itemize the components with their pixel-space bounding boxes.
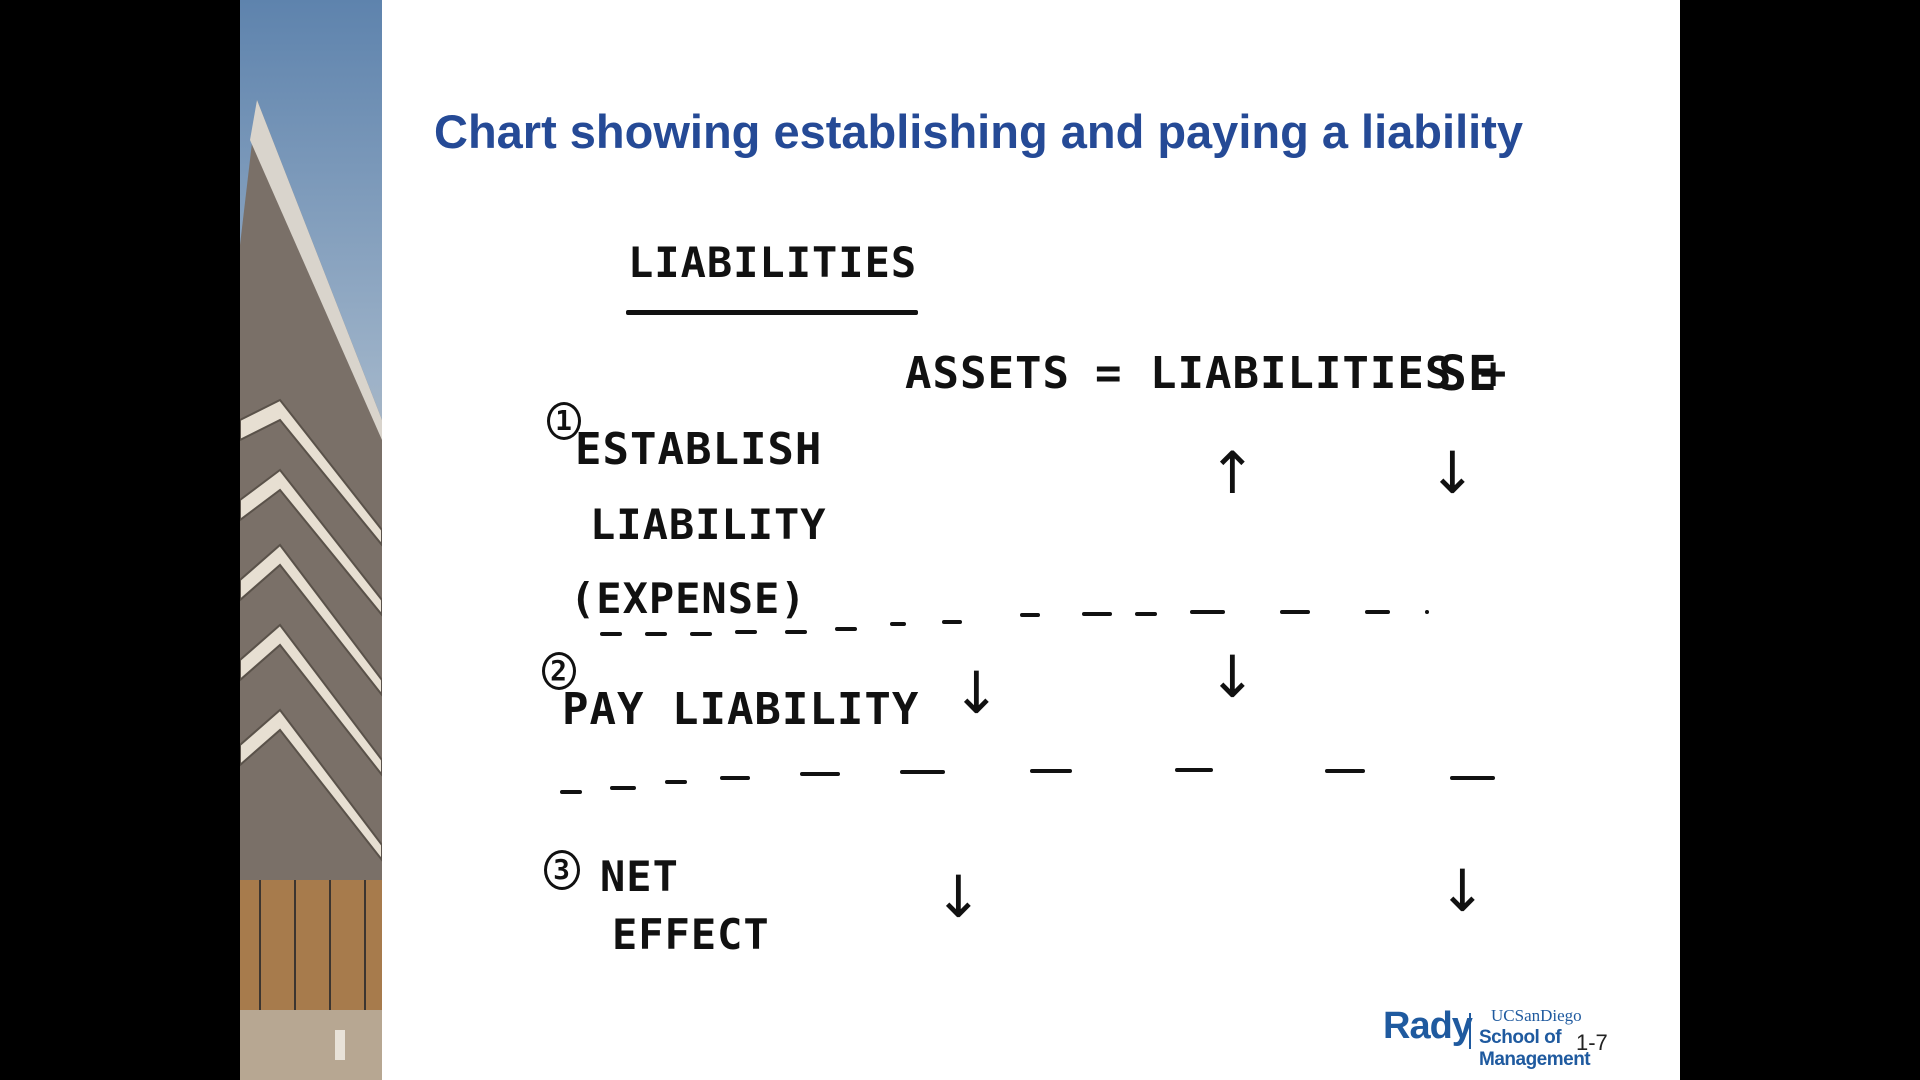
row1-number: 1 [547,402,581,440]
column-liabilities: = LIABILITIES + [1095,348,1508,399]
row3-line1: NET [600,852,679,901]
row3-number: 3 [544,850,580,890]
liabilities-heading: LIABILITIES [628,238,918,287]
building-photo [240,0,382,1080]
logo-divider [1469,1013,1471,1049]
row2-assets-down-arrow: ↓ [952,659,1001,727]
row3-assets-down-arrow: ↓ [934,863,983,931]
column-assets: ASSETS [905,348,1070,399]
row1-line3: (EXPENSE) [570,574,807,623]
building-illustration [240,0,382,1080]
row1-liabilities-up-arrow: ↑ [1208,439,1257,507]
slide-title: Chart showing establishing and paying a … [434,105,1523,158]
column-se: SE [1438,346,1498,402]
page-number: 1-7 [1576,1030,1608,1055]
row2-line1: PAY LIABILITY [562,684,920,735]
logo-school-text: School of Management [1479,1027,1591,1070]
row3-line2: EFFECT [612,910,770,959]
logo-rady-text: Rady [1383,1005,1473,1047]
row2-number: 2 [542,652,576,690]
row2-liabilities-down-arrow: ↓ [1208,643,1257,711]
row1-line1: ESTABLISH [575,424,823,475]
slide: Chart showing establishing and paying a … [240,0,1680,1080]
row1-se-down-arrow: ↓ [1428,439,1477,507]
row1-line2: LIABILITY [590,500,827,549]
logo-ucsd-text: UCSanDiego [1491,1006,1582,1025]
rady-logo: Rady UCSanDiego School of Management [1383,1005,1643,1070]
row3-se-down-arrow: ↓ [1438,857,1487,925]
heading-underline [626,310,918,315]
